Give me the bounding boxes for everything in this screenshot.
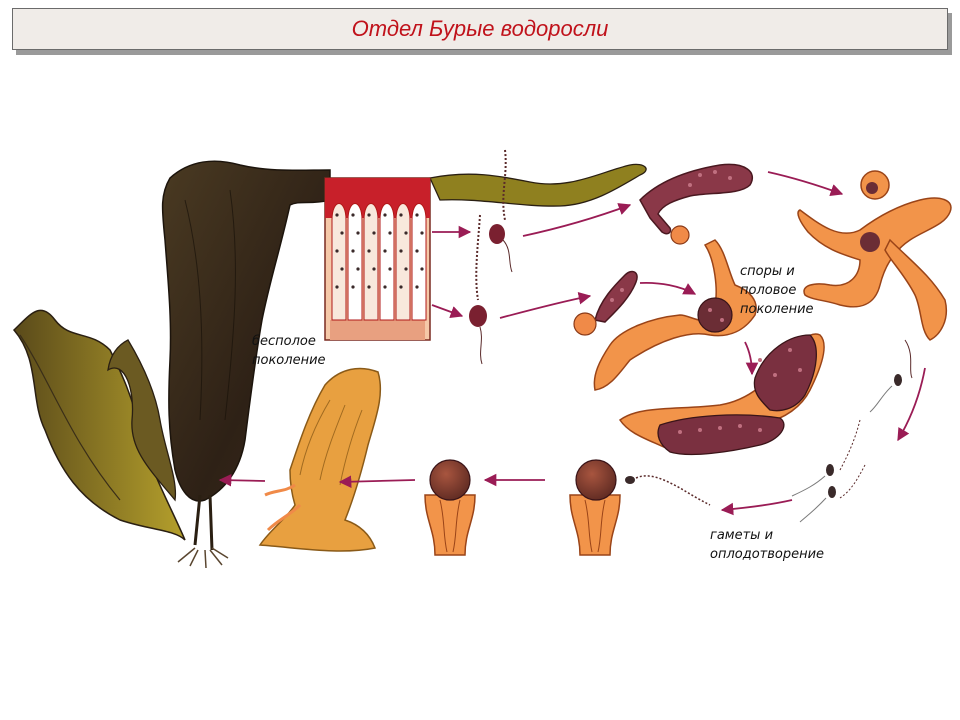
label-spores-line3: поколение bbox=[740, 302, 814, 317]
spore-dot bbox=[383, 249, 387, 253]
arrow-gametes-to-fertilization bbox=[720, 499, 793, 516]
sporangium-cell bbox=[379, 203, 395, 321]
arrow-gametes-down bbox=[897, 367, 926, 442]
spore-dot bbox=[399, 285, 403, 289]
kelp-left-blade bbox=[12, 309, 186, 541]
arrow-spore-to-germling-lower bbox=[499, 292, 592, 319]
page-title: Отдел Бурые водоросли bbox=[351, 16, 609, 41]
sporangium-cell bbox=[411, 203, 427, 321]
kelp-main-blade bbox=[161, 160, 331, 502]
arrow-sporophyte-to-adult bbox=[218, 473, 266, 487]
label-asexual-line2: поколение bbox=[252, 353, 326, 368]
speckle-dot bbox=[758, 428, 762, 432]
sporangium-cell bbox=[347, 203, 363, 321]
sporangium-cell bbox=[331, 203, 347, 321]
label-spores-line2: половое bbox=[740, 283, 797, 298]
spore-dot bbox=[356, 231, 360, 235]
spore-dot bbox=[351, 213, 355, 217]
sperm-cells bbox=[791, 339, 913, 523]
arrow-sporangium-to-spore-lower bbox=[431, 304, 464, 319]
spore-dot bbox=[356, 267, 360, 271]
speckle-dot bbox=[708, 308, 712, 312]
spore-dot bbox=[404, 267, 408, 271]
label-spores-sexual-generation: споры и половое поколение bbox=[740, 262, 814, 319]
spore-dot bbox=[335, 285, 339, 289]
sporangium-cell bbox=[395, 203, 411, 321]
kelp-holdfast bbox=[177, 494, 229, 569]
gametophyte-center bbox=[593, 239, 757, 391]
spore-dot bbox=[383, 213, 387, 217]
speckle-dot bbox=[698, 428, 702, 432]
label-spores-line1: споры и bbox=[740, 264, 795, 279]
sporangium-cell bbox=[363, 203, 379, 321]
spore-dot bbox=[420, 267, 424, 271]
spore-dot bbox=[351, 285, 355, 289]
sporangium-speckles bbox=[610, 170, 802, 434]
speckle-dot bbox=[720, 318, 724, 322]
spore-dot bbox=[340, 231, 344, 235]
speckle-dot bbox=[713, 170, 717, 174]
arrow-to-upper-gametophyte bbox=[767, 171, 844, 197]
label-gametes-line2: оплодотворение bbox=[710, 547, 825, 562]
spore-dot bbox=[415, 213, 419, 217]
arrow-germling-to-gametophyte bbox=[639, 281, 697, 295]
kelp-small-blade bbox=[107, 339, 177, 502]
sporangia-cells bbox=[331, 203, 427, 321]
spore-dot bbox=[399, 249, 403, 253]
spore-dot bbox=[372, 267, 376, 271]
germinating-spore-lower bbox=[573, 270, 638, 336]
spore-dot bbox=[399, 213, 403, 217]
zoospore-lower bbox=[469, 214, 487, 365]
spore-dot bbox=[335, 249, 339, 253]
speckle-dot bbox=[758, 358, 762, 362]
arrow-spore-to-germling-upper bbox=[522, 203, 632, 237]
title-bar: Отдел Бурые водоросли bbox=[12, 8, 948, 50]
spore-dot bbox=[420, 231, 424, 235]
spore-dot bbox=[388, 231, 392, 235]
label-gametes-line1: гаметы и bbox=[710, 528, 774, 543]
spore-dot bbox=[340, 267, 344, 271]
spore-dot bbox=[404, 231, 408, 235]
spore-dot bbox=[367, 249, 371, 253]
label-gametes-fertilization: гаметы и оплодотворение bbox=[710, 526, 824, 564]
spore-dot bbox=[383, 285, 387, 289]
spore-dot bbox=[372, 231, 376, 235]
speckle-dot bbox=[788, 348, 792, 352]
speckle-dot bbox=[698, 173, 702, 177]
spore-dot bbox=[351, 249, 355, 253]
kelp-upper-ribbon bbox=[429, 163, 647, 207]
speckle-dot bbox=[738, 424, 742, 428]
spore-dot bbox=[367, 285, 371, 289]
speckle-dot bbox=[688, 183, 692, 187]
young-sporophyte bbox=[258, 367, 382, 552]
speckle-dot bbox=[798, 368, 802, 372]
arrow-to-male-gametophyte bbox=[744, 341, 759, 376]
spore-dot bbox=[335, 213, 339, 217]
spore-dot bbox=[415, 249, 419, 253]
arrow-zygote-to-sporophyte bbox=[338, 475, 416, 488]
fertilized-oogonium-right bbox=[569, 459, 711, 556]
label-asexual-generation: бесполое поколение bbox=[252, 332, 326, 370]
spore-dot bbox=[388, 267, 392, 271]
speckle-dot bbox=[610, 298, 614, 302]
speckle-dot bbox=[773, 373, 777, 377]
germinating-spore-upper bbox=[639, 163, 753, 245]
speckle-dot bbox=[620, 288, 624, 292]
speckle-dot bbox=[678, 430, 682, 434]
spore-dot bbox=[367, 213, 371, 217]
cycle-arrows bbox=[218, 171, 926, 516]
gametophyte-upper-right bbox=[797, 170, 952, 341]
spore-dot bbox=[415, 285, 419, 289]
zoospore-upper bbox=[489, 149, 513, 273]
speckle-dot bbox=[728, 176, 732, 180]
label-asexual-line1: бесполое bbox=[252, 334, 316, 349]
gametophyte-male bbox=[618, 333, 825, 456]
zygote bbox=[424, 459, 476, 556]
speckle-dot bbox=[718, 426, 722, 430]
